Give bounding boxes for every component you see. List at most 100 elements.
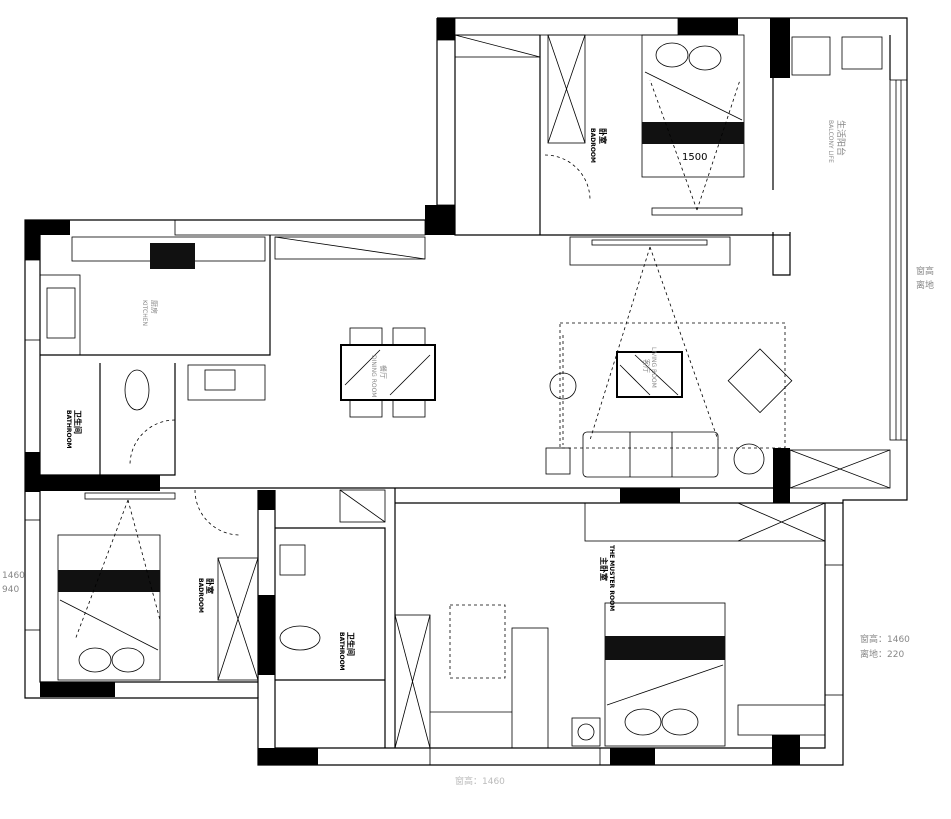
- outer-wall: [24, 17, 908, 766]
- balcony-cabinet: [789, 449, 891, 489]
- glass-line: [634, 354, 679, 396]
- label-dining-en: DINING ROOM: [370, 355, 377, 397]
- dining-area: [340, 327, 436, 418]
- window: [824, 564, 844, 696]
- note-right-top-2: 离地: [916, 279, 934, 291]
- toilet: [279, 625, 321, 651]
- lamp: [577, 723, 595, 741]
- window: [436, 39, 456, 206]
- bed-top: [641, 34, 745, 216]
- view-line: [589, 246, 651, 441]
- column: [772, 735, 800, 765]
- door-swing: [544, 154, 591, 201]
- column: [25, 220, 70, 235]
- column: [425, 205, 455, 235]
- bed-runner: [605, 636, 725, 660]
- bed-runner: [58, 570, 160, 592]
- label-master-en: THE MUSTER ROOM: [608, 545, 615, 611]
- glass-line: [344, 349, 381, 386]
- nightstand: [571, 717, 601, 747]
- cabinet-x: [454, 34, 541, 58]
- cabinets: [39, 34, 891, 749]
- sofa: [582, 431, 719, 478]
- room-labels: 卧室 BADROOM 1500 生活阳台 BALCONY LIFE 厨房 KIT…: [65, 120, 847, 671]
- view-line: [127, 499, 161, 621]
- sink: [46, 287, 76, 339]
- column: [25, 452, 40, 492]
- wardrobe-x: [394, 614, 431, 749]
- pillow: [688, 45, 722, 71]
- label-master-cn: 主卧室: [599, 557, 609, 581]
- cabinet: [454, 34, 541, 58]
- chair: [392, 327, 426, 346]
- toilet: [124, 369, 150, 411]
- living-room: [545, 236, 793, 478]
- window: [429, 747, 601, 766]
- cabinet-x: [274, 236, 426, 260]
- counter: [39, 274, 81, 356]
- pillow: [624, 708, 662, 736]
- note-left-1: 1460: [2, 571, 25, 581]
- door-swing: [129, 419, 176, 466]
- pillow: [655, 42, 689, 68]
- column: [773, 448, 790, 503]
- view-line: [696, 79, 741, 211]
- side-table: [545, 447, 571, 475]
- label-living-cn: 客厅: [642, 359, 651, 373]
- bed: [641, 34, 745, 178]
- label-bedroom-top-en: BADROOM: [589, 128, 596, 163]
- view-line: [649, 246, 719, 441]
- door-swing: [194, 489, 241, 536]
- bed-blanket: [644, 71, 743, 121]
- note-right-top-1: 窗高: [916, 265, 934, 277]
- bed-left: [57, 492, 176, 681]
- coffee-table: [616, 351, 683, 398]
- note-right-mid-2: 离地：220: [860, 648, 904, 660]
- stove: [150, 243, 195, 269]
- inner-wall: [454, 35, 540, 236]
- column: [40, 682, 115, 697]
- label-bedroom-left-en: BADROOM: [197, 578, 204, 613]
- basin: [279, 544, 306, 576]
- tv-cabinet: [569, 236, 731, 266]
- bed-runner: [642, 122, 744, 144]
- label-bathroom-mid-en: BATHROOM: [338, 632, 345, 671]
- cabinet: [339, 489, 386, 523]
- pillow: [111, 647, 145, 673]
- desk: [737, 704, 826, 736]
- tv-top: [651, 207, 743, 216]
- label-bathroom-left-en: BATHROOM: [65, 410, 72, 449]
- basin: [204, 369, 236, 391]
- label-bathroom-mid-cn: 卫生间: [346, 632, 356, 656]
- interior-walls: [24, 17, 908, 766]
- window: [174, 219, 426, 236]
- label-balcony-cn: 生活阳台: [835, 120, 847, 156]
- dressing-area: [449, 604, 506, 679]
- column: [40, 475, 160, 491]
- view-line: [649, 79, 698, 211]
- wardrobe-x: [217, 557, 259, 681]
- label-bathroom-left-cn: 卫生间: [73, 410, 83, 434]
- bed-blanket: [59, 599, 159, 651]
- wardrobe: [217, 557, 259, 681]
- note-right-mid-1: 窗高：1460: [860, 633, 910, 645]
- bed-master: [430, 602, 826, 749]
- bathrooms: [124, 154, 591, 651]
- dining-table: [340, 344, 436, 401]
- label-living-en: LIVING ROOM: [650, 347, 657, 388]
- vanity: [187, 364, 266, 401]
- wall: [40, 235, 271, 356]
- outer-walls: [24, 17, 908, 766]
- inner-wall: [275, 735, 826, 749]
- label-kitchen-en: KITCHEN: [141, 300, 148, 326]
- glass-line: [619, 364, 651, 396]
- label-bedroom-top-cn: 卧室: [598, 128, 608, 144]
- column: [620, 488, 680, 503]
- armchair: [727, 348, 793, 414]
- wardrobe: [394, 614, 431, 749]
- chair: [349, 327, 383, 346]
- pillow: [78, 647, 112, 673]
- window: [454, 17, 679, 36]
- label-kitchen-cn: 厨房: [150, 300, 159, 314]
